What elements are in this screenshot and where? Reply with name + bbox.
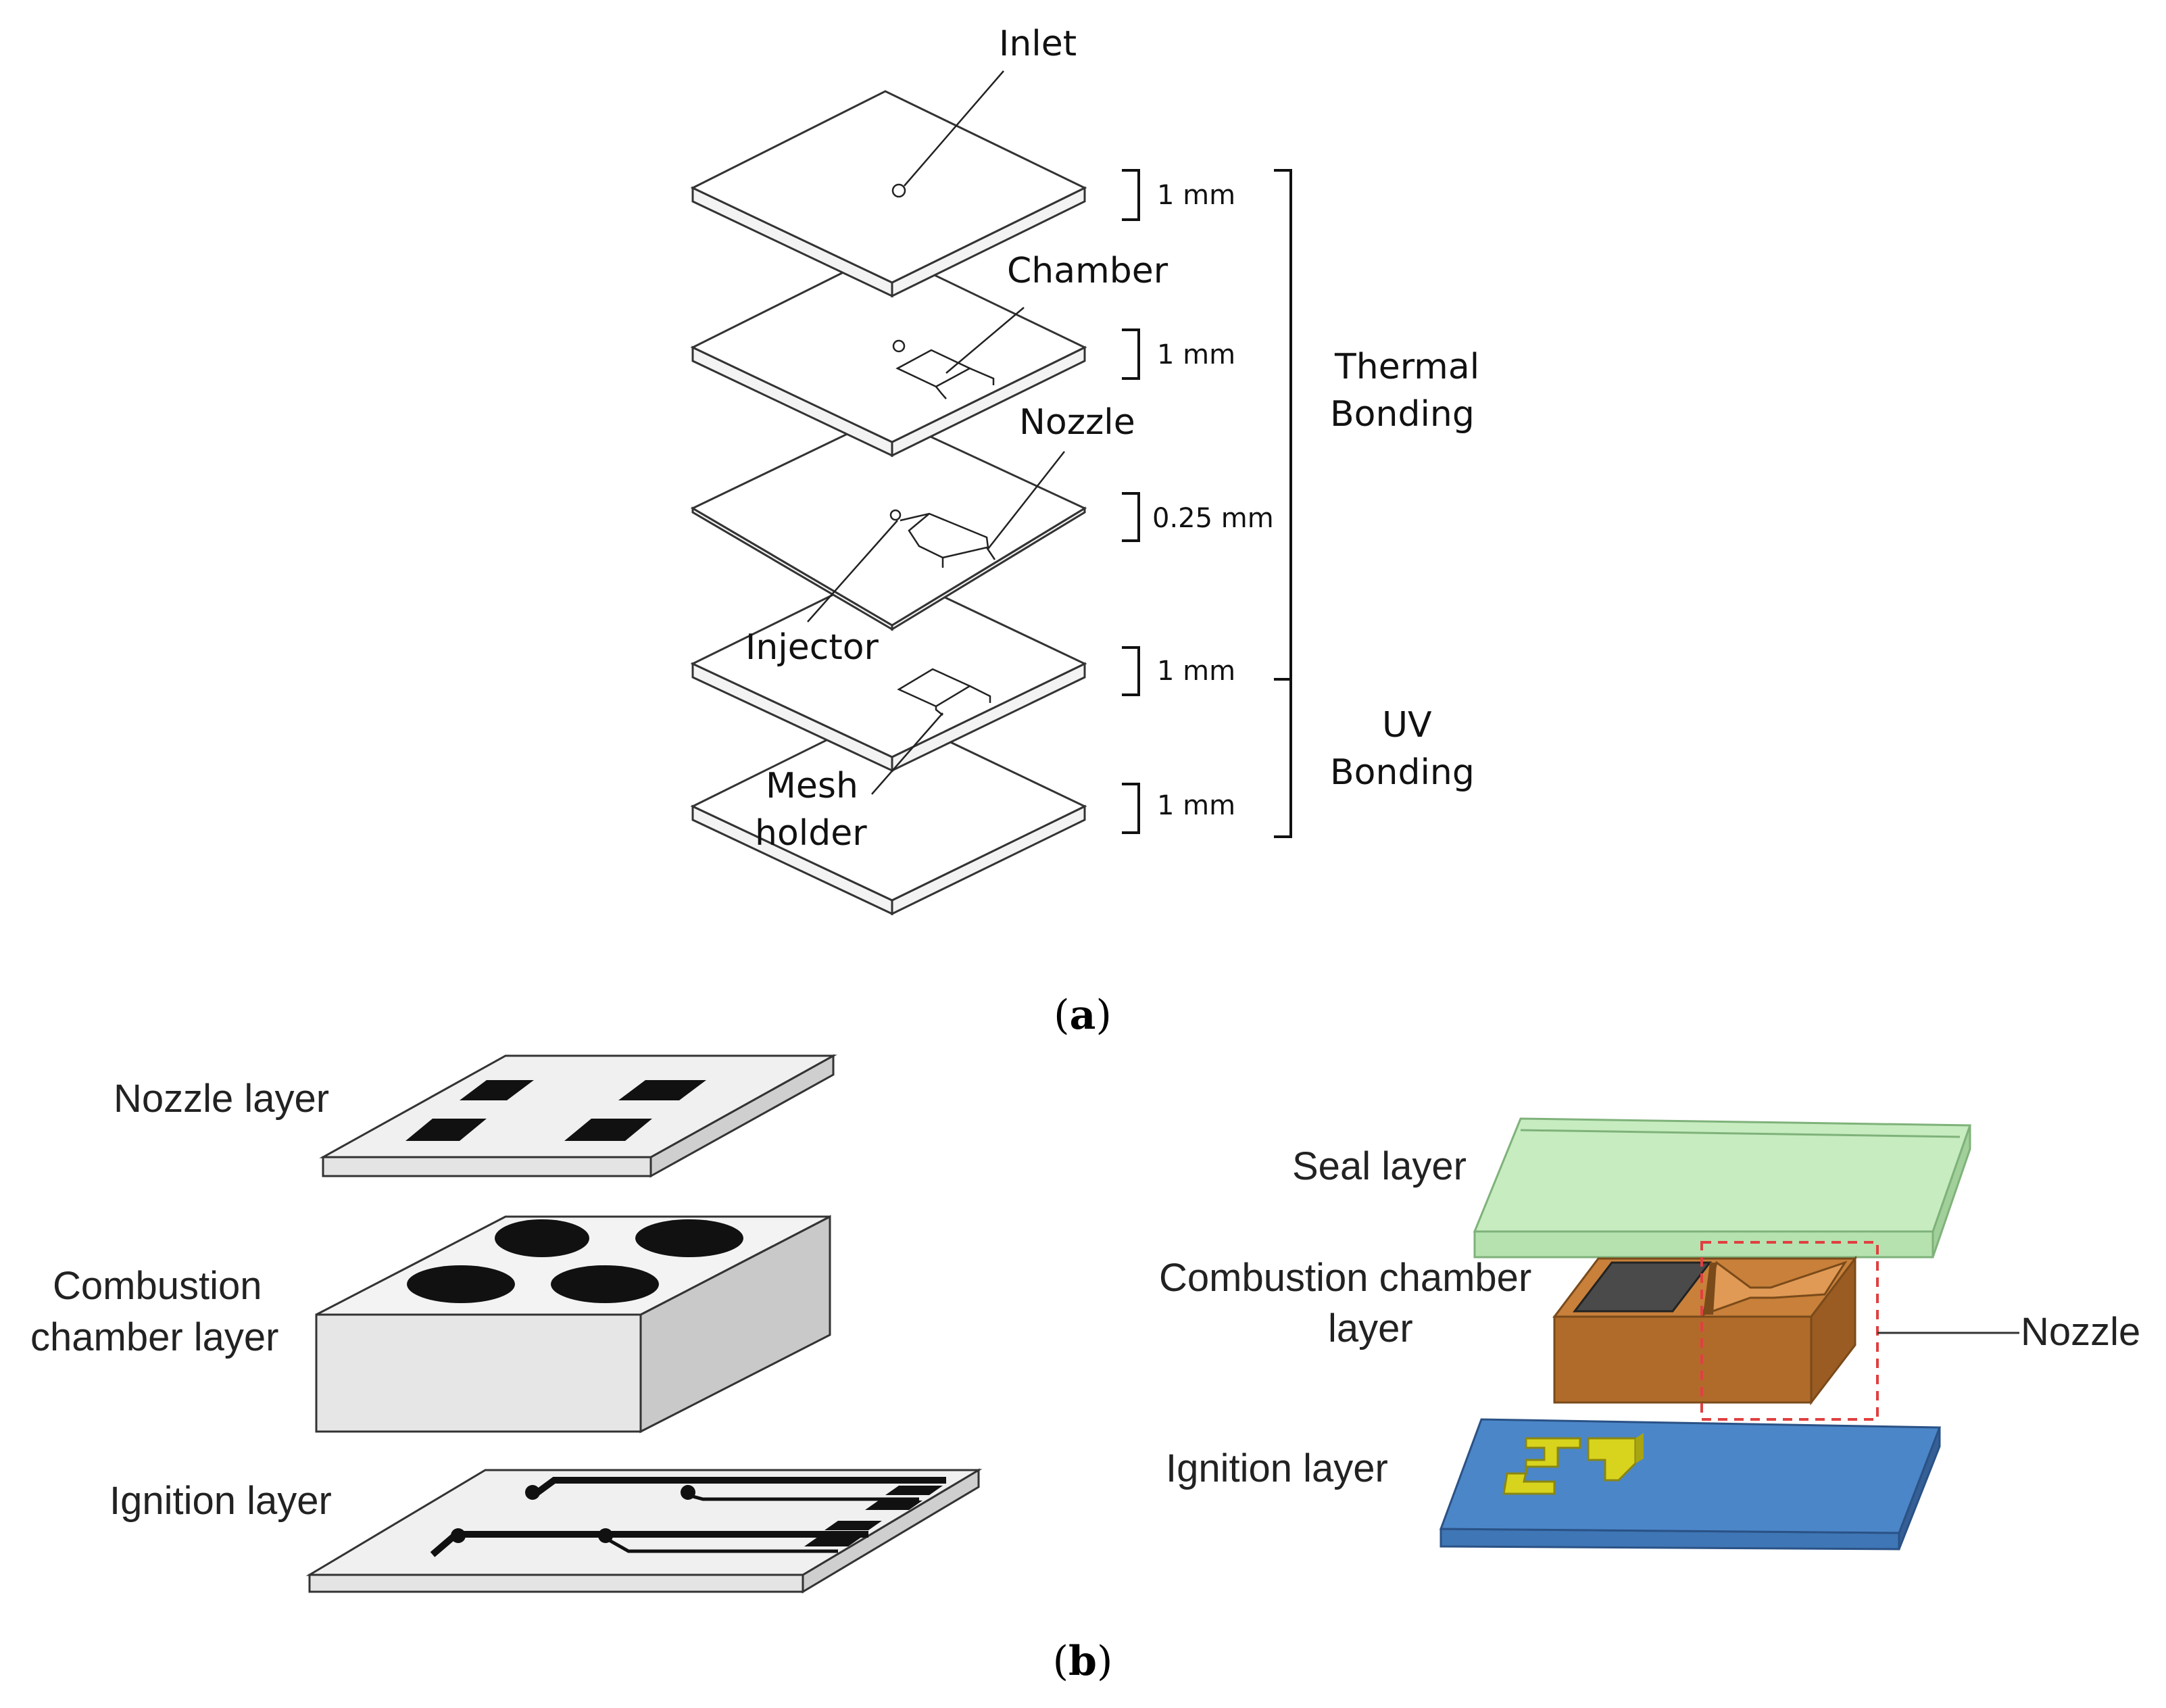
thickness-2: 1 mm [1157,339,1235,370]
thickness-3: 0.25 mm [1152,503,1274,534]
thickness-5: 1 mm [1157,790,1235,821]
thermal-bonding-line1: Thermal [1334,347,1479,387]
right-ignition-layer [1439,1418,1942,1551]
plate-inlet [690,90,1087,298]
plate-bottom [690,710,1087,916]
uv-bonding-line2: Bonding [1330,752,1475,793]
seal-layer-label: Seal layer [1292,1144,1467,1188]
mesh-holder-label-line1: Mesh [766,766,858,806]
left-combustion-label-line1: Combustion [53,1264,262,1308]
thickness-4: 1 mm [1157,656,1235,687]
right-combustion-label-line2: layer [1328,1307,1413,1350]
mesh-holder-label-line2: holder [755,813,867,854]
leader-lines [807,70,1065,795]
panel-a: Inlet Chamber Nozzle Injector Mesh holde… [690,24,1479,1039]
right-ignition-layer-label: Ignition layer [1166,1446,1388,1490]
left-ignition-layer-label: Ignition layer [109,1479,332,1523]
right-nozzle-label: Nozzle [2021,1310,2140,1354]
nozzle-label: Nozzle [1019,402,1135,443]
left-ignition-plate [305,1468,983,1594]
left-nozzle-layer-label: Nozzle layer [114,1077,329,1121]
left-combustion-block [315,1215,831,1434]
uv-bonding-line1: UV [1382,705,1432,746]
plate-chamber [690,250,1087,458]
seal-layer [1473,1117,1972,1259]
thermal-bonding-line2: Bonding [1330,394,1475,435]
right-combustion-layer [1552,1255,1858,1406]
thickness-brackets [1122,169,1140,834]
chamber-label: Chamber [1007,251,1168,291]
left-nozzle-plate [319,1054,837,1178]
bonding-brace [1274,169,1292,838]
plate-nozzle-layer [690,414,1087,631]
inlet-label: Inlet [999,24,1077,64]
right-combustion-label-line1: Combustion chamber [1159,1256,1531,1300]
left-combustion-label-line2: chamber layer [30,1315,278,1359]
caption-b: (b) [1053,1638,1113,1685]
nozzle-highlight-box [1700,1241,1879,1421]
panel-b-left: Nozzle layer Combustion chamber layer Ig… [30,1054,983,1594]
caption-a: (a) [1054,992,1112,1039]
panel-b-right: Seal layer Combustion chamber layer Nozz… [1159,1117,2140,1551]
thickness-1: 1 mm [1157,180,1235,211]
injector-label: Injector [745,627,879,668]
plate-mesh-holder [690,568,1087,773]
